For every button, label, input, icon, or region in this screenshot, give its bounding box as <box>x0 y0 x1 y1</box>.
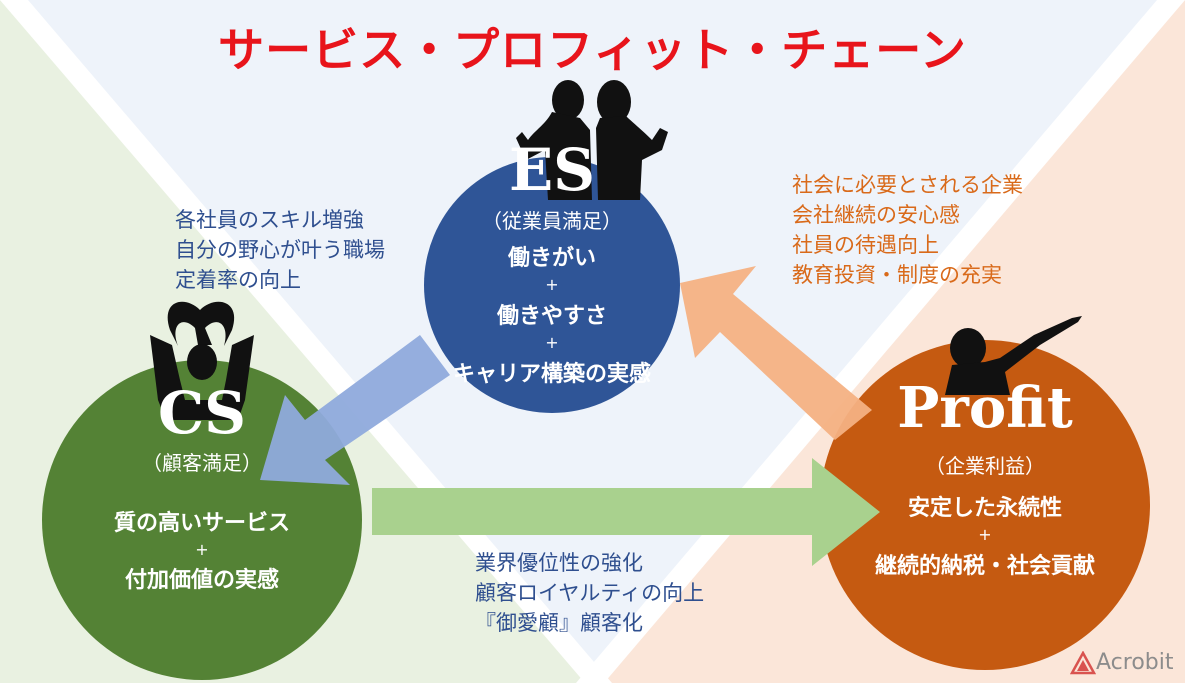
acrobit-logo-text: Acrobit <box>1096 650 1174 675</box>
es-line-3: キャリア構築の実感 <box>452 362 651 387</box>
note-line: 定着率の向上 <box>175 268 301 292</box>
es-code-label: ES <box>508 136 596 204</box>
cs-person-silhouette-icon <box>150 301 254 420</box>
acrobit-logo-icon <box>1070 650 1096 674</box>
cs-line-1: 質の高いサービス <box>113 511 290 536</box>
note-line: 教育投資・制度の充実 <box>792 263 1002 287</box>
note-line: 『御愛顧』顧客化 <box>475 611 643 635</box>
note-es-to-cs: 各社員のスキル増強 自分の野心が叶う職場 定着率の向上 <box>175 205 385 295</box>
es-line-1: 働きがい <box>507 246 596 271</box>
profit-subtitle: （企業利益） <box>925 454 1045 478</box>
es-line-2: 働きやすさ <box>496 304 607 329</box>
es-plus-1: + <box>545 275 559 294</box>
note-line: 社会に必要とされる企業 <box>792 173 1023 197</box>
es-people-silhouette-icon <box>516 80 668 200</box>
es-subtitle: （従業員満足） <box>482 209 622 233</box>
profit-code-label: Profit <box>897 375 1073 441</box>
cs-subtitle: （顧客満足） <box>142 451 262 475</box>
es-circle <box>424 157 680 413</box>
profit-plus-1: + <box>978 525 992 544</box>
note-line: 社員の待遇向上 <box>792 233 939 257</box>
arrow-es-to-cs <box>260 335 450 485</box>
cs-line-2: 付加価値の実感 <box>124 568 279 593</box>
profit-person-silhouette-icon <box>945 316 1082 395</box>
profit-line-1: 安定した永続性 <box>907 496 1062 521</box>
note-line: 自分の野心が叶う職場 <box>175 238 385 262</box>
cs-code-label: CS <box>157 379 247 447</box>
arrow-cs-to-profit <box>372 458 880 566</box>
note-line: 各社員のスキル増強 <box>175 208 364 232</box>
page-title: サービス・プロフィット・チェーン <box>218 23 967 77</box>
arrow-profit-to-es <box>680 266 872 440</box>
note-line: 業界優位性の強化 <box>475 551 643 575</box>
es-plus-2: + <box>545 333 559 352</box>
note-profit-to-es: 社会に必要とされる企業 会社継続の安心感 社員の待遇向上 教育投資・制度の充実 <box>792 170 1023 290</box>
acrobit-logo: Acrobit <box>1070 650 1173 675</box>
note-line: 顧客ロイヤルティの向上 <box>475 581 705 605</box>
cs-plus-1: + <box>195 540 209 559</box>
note-cs-to-profit: 業界優位性の強化 顧客ロイヤルティの向上 『御愛顧』顧客化 <box>475 548 704 638</box>
profit-circle <box>820 340 1150 670</box>
profit-line-2: 継続的納税・社会貢献 <box>874 554 1095 579</box>
note-line: 会社継続の安心感 <box>792 203 960 227</box>
